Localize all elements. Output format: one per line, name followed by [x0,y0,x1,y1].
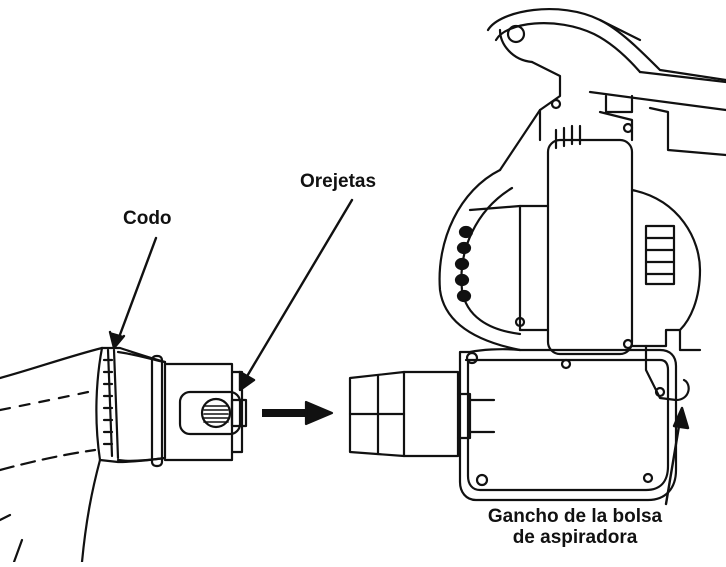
lugs-leader-arrowhead [238,370,256,392]
elbow-leader-arrowhead [108,330,126,350]
lugs-label: Orejetas [300,171,377,192]
elbow-tube [98,346,248,468]
elbow-label: Codo [123,208,172,229]
elbow-leader [116,236,158,342]
hook-leader-arrowhead [672,406,690,430]
vacuum-bag-hook-label: Gancho de la bolsa de aspiradora [455,506,695,549]
lugs-leader [244,198,354,380]
vacuum-bag [0,346,104,564]
hook-label-line2: de aspiradora [512,526,638,548]
hook-label-line1: Gancho de la bolsa [487,506,663,527]
direction-arrow [262,400,334,426]
leader-lines [108,198,690,506]
blower-body [348,8,726,502]
hook-leader [664,418,682,506]
